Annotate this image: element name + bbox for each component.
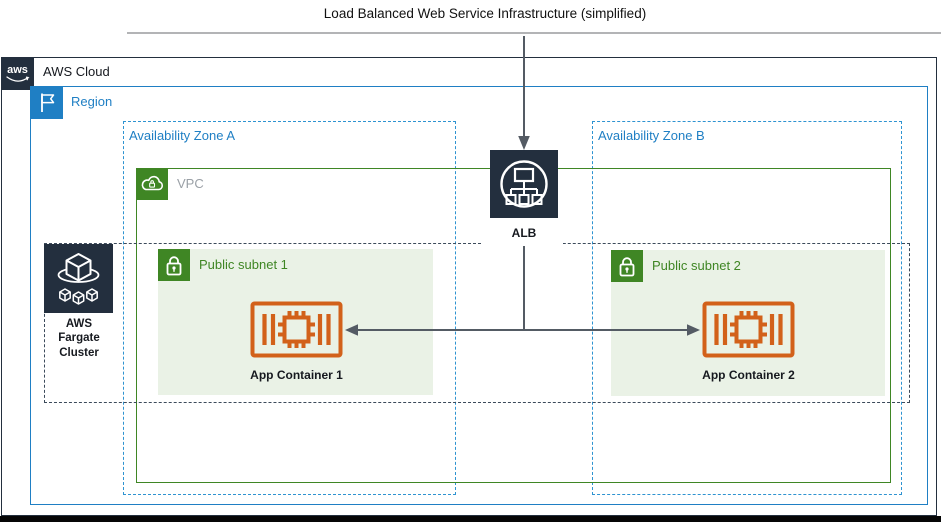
aws-cloud-label: AWS Cloud bbox=[43, 64, 110, 79]
vpc-icon bbox=[136, 168, 168, 200]
aws-logo-text: aws bbox=[7, 64, 28, 76]
alb-icon bbox=[490, 150, 558, 218]
availability-zone-b-label: Availability Zone B bbox=[598, 128, 705, 143]
fargate-cluster-label: AWS Fargate Cluster bbox=[58, 318, 100, 359]
fargate-cluster-box bbox=[44, 243, 910, 403]
alb-label: ALB bbox=[511, 226, 537, 240]
region-flag-icon bbox=[30, 86, 63, 119]
app-container-1-label: App Container 1 bbox=[250, 368, 343, 382]
subnet-1-lock-icon bbox=[158, 249, 190, 281]
page-title: Load Balanced Web Service Infrastructure… bbox=[323, 6, 647, 21]
region-label: Region bbox=[71, 94, 113, 109]
app-container-1-icon bbox=[250, 301, 343, 358]
title-divider bbox=[127, 32, 941, 34]
bottom-edge-bar bbox=[0, 516, 941, 522]
fargate-cluster-icon bbox=[44, 244, 113, 313]
aws-cloud-box bbox=[1, 57, 937, 516]
app-container-2-icon bbox=[702, 301, 795, 358]
aws-logo-icon: aws bbox=[1, 57, 34, 90]
vpc-label: VPC bbox=[177, 176, 204, 191]
availability-zone-b-box bbox=[592, 121, 902, 495]
region-box bbox=[30, 86, 928, 505]
availability-zone-a-box bbox=[123, 121, 456, 495]
subnet-2-label: Public subnet 2 bbox=[652, 258, 741, 273]
public-subnet-1-box bbox=[158, 249, 433, 395]
availability-zone-a-label: Availability Zone A bbox=[129, 128, 235, 143]
app-container-2-label: App Container 2 bbox=[702, 368, 795, 382]
subnet-1-label: Public subnet 1 bbox=[199, 257, 288, 272]
cluster-border-gap bbox=[481, 235, 563, 251]
subnet-2-lock-icon bbox=[611, 250, 643, 282]
public-subnet-2-box bbox=[611, 250, 885, 396]
aws-smile-icon bbox=[5, 76, 30, 82]
